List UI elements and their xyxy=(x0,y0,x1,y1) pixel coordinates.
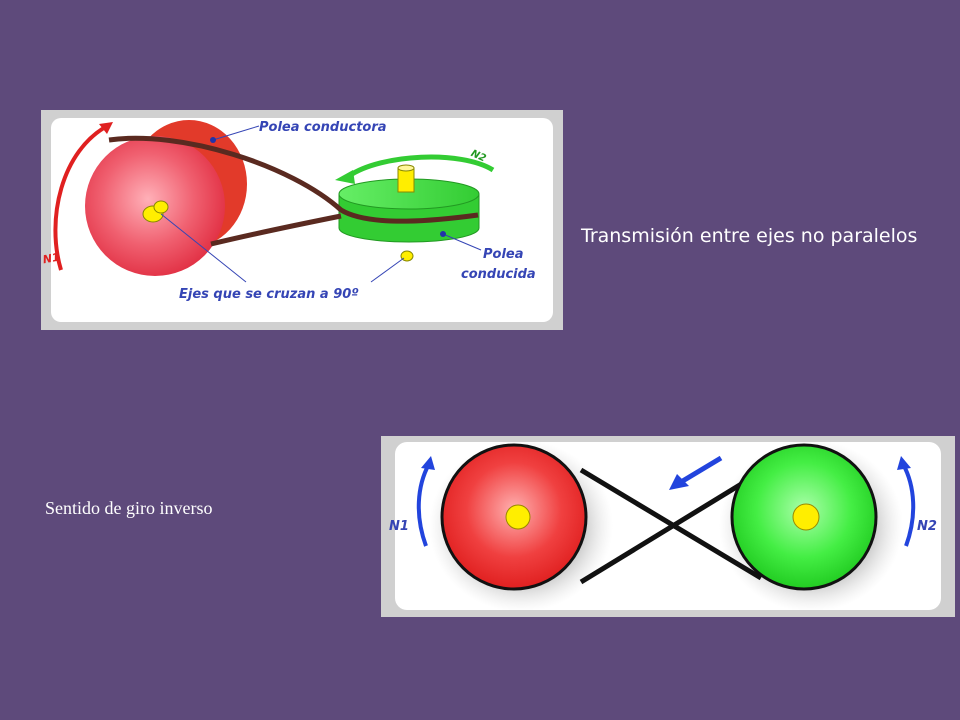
n2-label: N2 xyxy=(917,519,937,534)
n2-arrow-icon xyxy=(347,154,495,179)
n1-label: N1 xyxy=(42,251,61,267)
belt-direction-arrow-icon xyxy=(669,474,689,490)
driven-pulley-label-line1: Polea xyxy=(483,247,524,262)
belt xyxy=(108,135,479,224)
belt-segment xyxy=(579,467,763,581)
axes-label: Ejes que se cruzan a 90º xyxy=(179,287,359,302)
n2-arrow-icon xyxy=(901,463,916,547)
crossed-axes-diagram: Polea conductora Polea conducida Ejes qu… xyxy=(41,110,563,330)
n1-arrow-icon xyxy=(416,463,431,547)
belt-segment xyxy=(579,469,763,585)
bottom-caption: Sentido de giro inverso xyxy=(45,498,213,518)
driver-pulley-label: Polea conductora xyxy=(259,120,387,135)
crossed-belt-diagram: N1 N2 xyxy=(381,436,955,617)
driven-axis xyxy=(397,167,415,193)
driver-axis xyxy=(505,504,531,530)
top-caption: Transmisión entre ejes no paralelos xyxy=(581,225,918,247)
n1-arrow-icon xyxy=(53,123,110,271)
driven-pulley-label-line2: conducida xyxy=(461,267,536,282)
driven-axis xyxy=(792,503,820,531)
n1-label: N1 xyxy=(389,519,409,534)
